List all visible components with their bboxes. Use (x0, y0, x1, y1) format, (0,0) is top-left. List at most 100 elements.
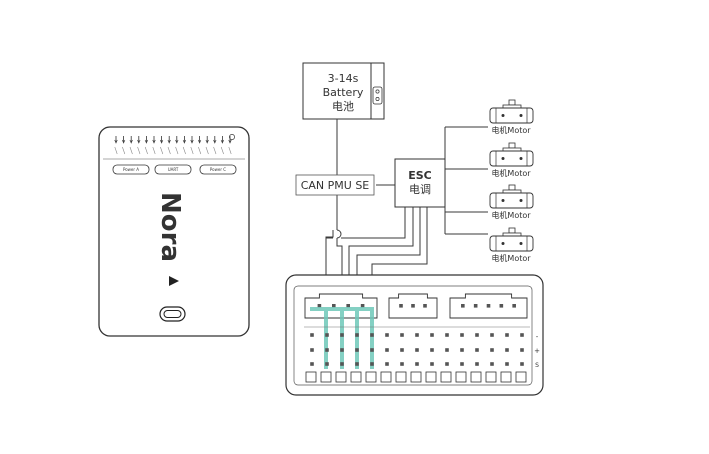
header-pin (430, 362, 434, 366)
board-connector (388, 293, 438, 319)
servo-slot (395, 371, 407, 383)
can-pmu-se: CAN PMU SE (295, 174, 375, 196)
motor-label: 电机Motor (491, 168, 531, 178)
rail-board: - + S (285, 274, 544, 396)
header-pin (325, 362, 329, 366)
controller-button-inner (163, 310, 182, 318)
header-pin (475, 348, 479, 352)
header-pin (490, 348, 494, 352)
battery-label: Battery (323, 86, 364, 99)
servo-slot (380, 371, 392, 383)
motor-label: 电机Motor (491, 125, 531, 135)
header-pin (385, 362, 389, 366)
accent-lead (370, 311, 374, 369)
servo-slot (515, 371, 527, 383)
battery-cells-label: 3-14s (328, 72, 359, 85)
motor: 电机Motor (489, 99, 534, 135)
motor: 电机Motor (489, 227, 534, 263)
controller-led-icon (229, 134, 235, 140)
header-pin (505, 333, 509, 337)
header-pin (325, 348, 329, 352)
header-pin (310, 362, 314, 366)
header-pin (340, 362, 344, 366)
esc: ESC 电调 (394, 158, 446, 208)
header-pin (415, 362, 419, 366)
header-pin (460, 362, 464, 366)
motor: 电机Motor (489, 142, 534, 178)
header-pin (415, 333, 419, 337)
header-pin (415, 348, 419, 352)
bottom-slots (305, 371, 527, 383)
motor: 电机Motor (489, 184, 534, 220)
pmu-label: CAN PMU SE (301, 179, 370, 192)
servo-slot (410, 371, 422, 383)
servo-slot (365, 371, 377, 383)
accent-lead (355, 311, 359, 369)
rail-label-minus: - (536, 333, 539, 341)
controller-pin (129, 136, 133, 155)
servo-slot (500, 371, 512, 383)
motors: 电机Motor 电机Motor 电机Motor 电机Motor (489, 99, 534, 263)
accent-lead (340, 311, 344, 369)
servo-slot (425, 371, 437, 383)
header-pin (445, 348, 449, 352)
controller-pin (182, 136, 186, 155)
header-pin (355, 333, 359, 337)
controller-pin (114, 136, 118, 155)
header-pin (460, 333, 464, 337)
header-pin (310, 333, 314, 337)
header-pin (445, 333, 449, 337)
header-pin (430, 333, 434, 337)
header-pin (355, 348, 359, 352)
flight-controller: Power A UART Power C Nora (98, 126, 250, 337)
header-pin (385, 348, 389, 352)
controller-pin (167, 136, 171, 155)
servo-slot (305, 371, 317, 383)
servo-slot (350, 371, 362, 383)
header-pin (505, 362, 509, 366)
header-pin (430, 348, 434, 352)
controller-pin (122, 136, 126, 155)
header-pin (340, 348, 344, 352)
pin-grid (304, 307, 530, 369)
controller-pin (190, 136, 194, 155)
port-label-uart: UART (168, 167, 179, 172)
motor-icon (489, 227, 534, 252)
rail-label-plus: + (534, 347, 540, 355)
header-pin (505, 348, 509, 352)
controller-arrow-icon (169, 276, 179, 286)
accent-bar (310, 307, 374, 311)
controller-pin (144, 136, 148, 155)
controller-pin (220, 136, 224, 155)
motor-label: 电机Motor (491, 253, 531, 263)
port-label-power-c: Power C (210, 167, 226, 172)
header-pin (370, 333, 374, 337)
header-pin (370, 348, 374, 352)
controller-body (98, 126, 250, 337)
controller-uart-port: UART (154, 164, 192, 175)
controller-pin (137, 136, 141, 155)
pmu-box (295, 174, 375, 196)
esc-box (394, 158, 446, 208)
controller-pin (198, 136, 202, 155)
servo-slot (440, 371, 452, 383)
motor-icon (489, 142, 534, 167)
header-pin (370, 362, 374, 366)
controller-pin-row (114, 134, 235, 155)
servo-slot (320, 371, 332, 383)
esc-label-cn: 电调 (409, 183, 431, 196)
servo-slot (470, 371, 482, 383)
controller-pin (175, 136, 179, 155)
motor-icon (489, 99, 534, 124)
battery: 3-14s Battery 电池 (302, 62, 385, 120)
header-pin (475, 333, 479, 337)
servo-slot (455, 371, 467, 383)
port-label-power-a: Power A (123, 167, 139, 172)
header-pin (520, 348, 524, 352)
battery-label-cn: 电池 (332, 100, 354, 113)
esc-label: ESC (408, 169, 432, 182)
controller-pin (213, 136, 217, 155)
header-pin (400, 362, 404, 366)
header-pin (475, 362, 479, 366)
